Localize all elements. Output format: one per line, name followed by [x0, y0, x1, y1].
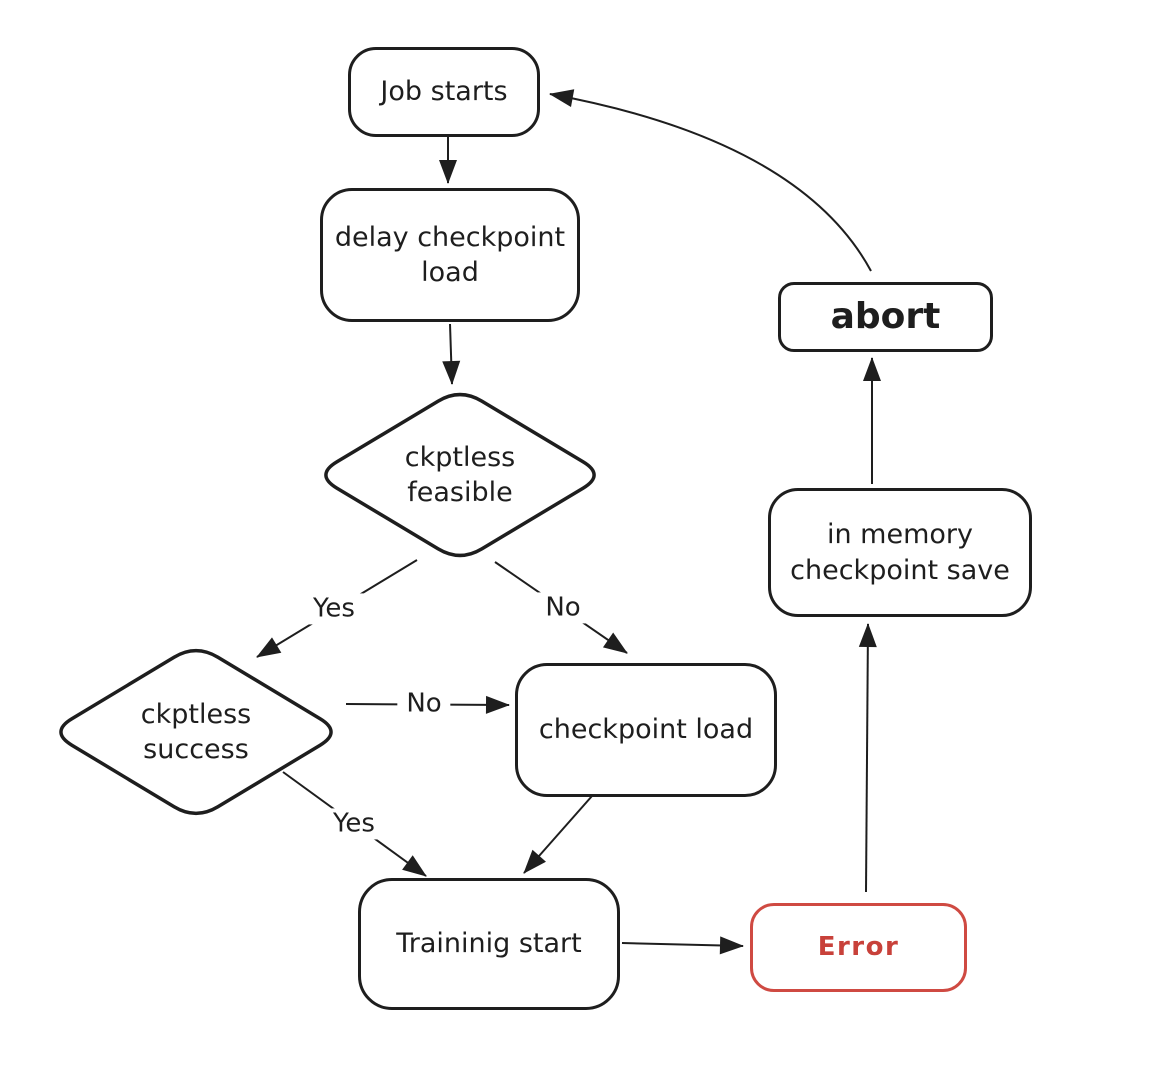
node-checkpoint-load: checkpoint load	[515, 663, 777, 797]
edge-label-success-no: No	[397, 688, 451, 720]
edge-label-success-yes: Yes	[324, 808, 384, 840]
edge-abort-to-jobstarts	[549, 89, 872, 272]
edge-checkpointload-to-training	[523, 795, 593, 874]
node-training-start: Traininig start	[358, 878, 620, 1010]
edge-label-feasible-no: No	[536, 592, 590, 624]
edge-delay-to-feasible	[442, 323, 461, 385]
node-job-starts: Job starts	[348, 47, 540, 137]
node-abort: abort	[778, 282, 993, 352]
node-ckptless-feasible-label: ckptless feasible	[404, 441, 516, 508]
diamond-ckptless-success	[59, 648, 333, 816]
edge-training-to-error	[621, 936, 744, 955]
node-ckptless-success-label: ckptless success	[140, 698, 252, 765]
edge-label-feasible-yes: Yes	[304, 593, 364, 625]
node-error: Error	[750, 903, 967, 992]
diamond-ckptless-feasible	[324, 392, 596, 558]
edge-error-to-inmemory	[858, 623, 877, 893]
node-in-memory-checkpoint-save: in memory checkpoint save	[768, 488, 1032, 617]
node-delay-checkpoint-load: delay checkpoint load	[320, 188, 580, 322]
